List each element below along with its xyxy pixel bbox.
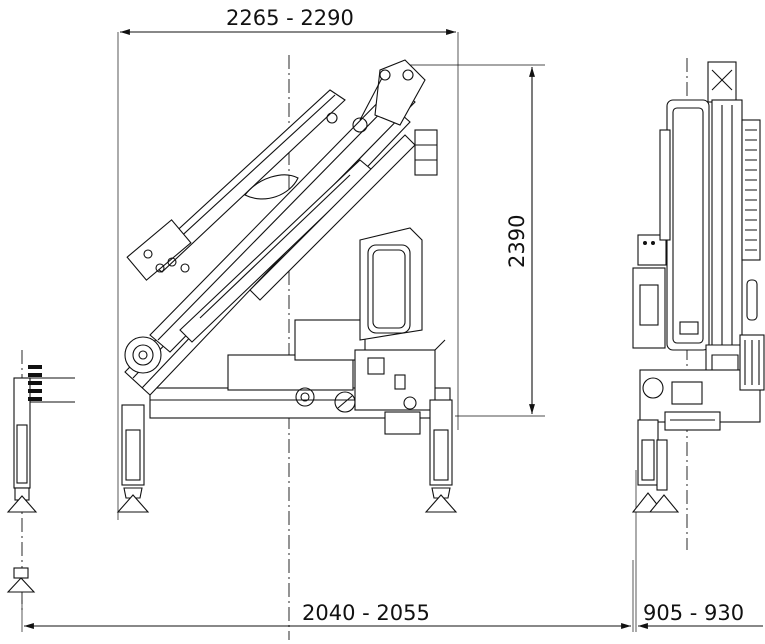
stabilizer-leg-detail-icon <box>6 365 75 593</box>
dimension-base-width-label: 2040 - 2055 <box>302 601 430 625</box>
crane-rear-view-icon <box>631 61 765 513</box>
dimension-top-width-label: 2265 - 2290 <box>226 6 354 30</box>
dimension-side-width-label: 905 - 930 <box>643 601 744 625</box>
dimension-top-width: 2265 - 2290 <box>117 6 459 520</box>
dimension-height: 2390 <box>405 64 545 417</box>
dimension-base-width: 2040 - 2055 <box>21 560 634 632</box>
dimension-height-label: 2390 <box>505 215 529 268</box>
dimension-side-width: 905 - 930 <box>635 470 763 632</box>
crane-side-view-icon <box>116 59 458 513</box>
